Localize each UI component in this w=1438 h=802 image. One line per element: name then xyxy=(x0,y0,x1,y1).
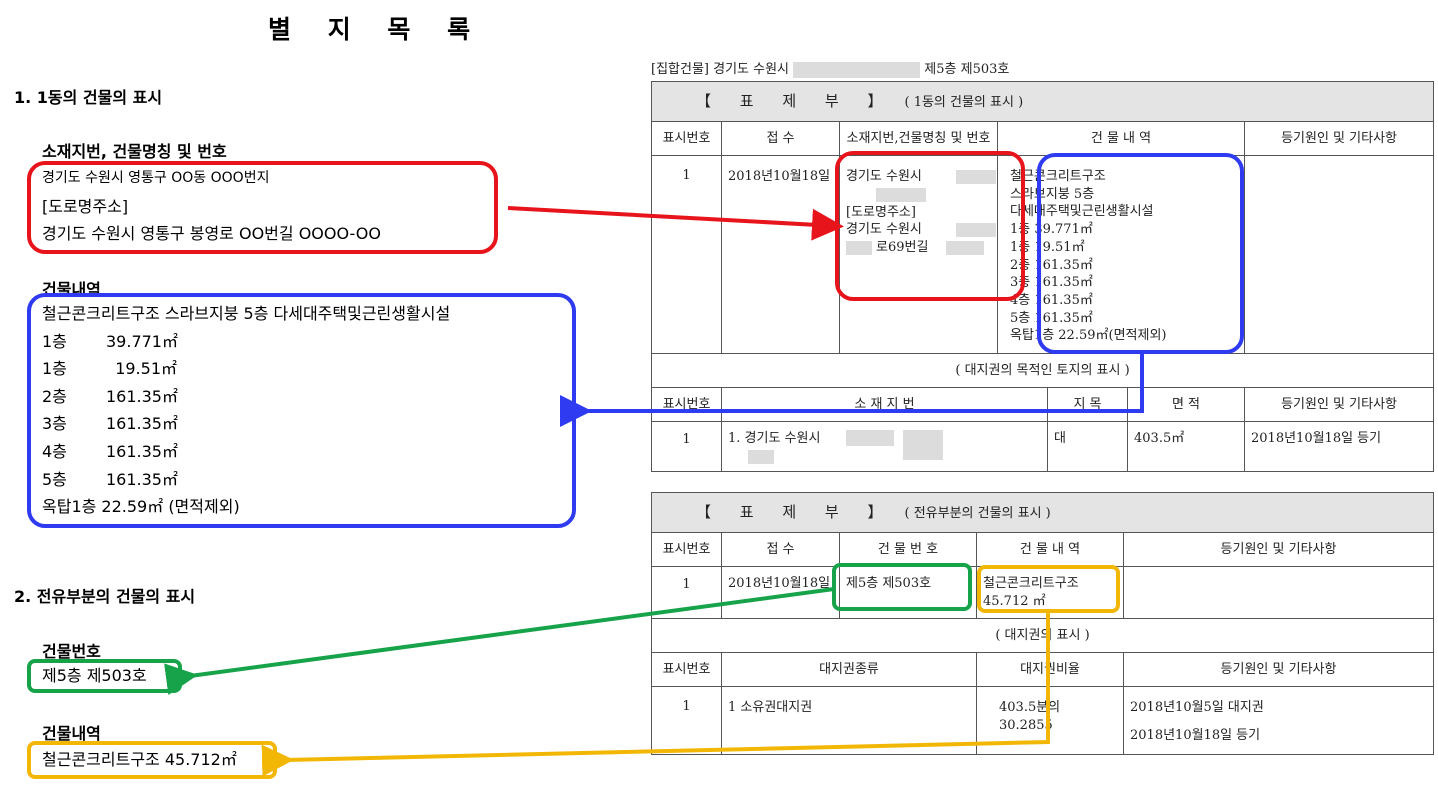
location-line-3: 경기도 수원시 영통구 봉영로 OO번길 OOOO-OO xyxy=(42,224,381,244)
section-1-title: 1. 1동의 건물의 표시 xyxy=(14,88,163,107)
location-line-1: 경기도 수원시 영통구 OO동 OOO번지 xyxy=(42,170,270,186)
t1-h-location: 소재지번,건물명칭 및 번호 xyxy=(839,121,998,156)
t1-h-no: 표시번호 xyxy=(651,121,722,156)
yellow-arrow xyxy=(261,613,1050,777)
blue-arrow xyxy=(560,354,1144,427)
table1-title-bar: 【 표 제 부 】( 1동의 건물의 표시 ) xyxy=(650,81,1435,122)
t1-land-notes: 2018년10월18일 등기 xyxy=(1243,421,1435,473)
doc-unit-highlight xyxy=(832,563,972,611)
location-box xyxy=(27,161,498,254)
t1-land-h-location: 소 재 지 번 xyxy=(721,387,1048,423)
section-2-title: 2. 전유부분의 건물의 표시 xyxy=(14,587,196,606)
green-arrow xyxy=(164,587,835,696)
unit-value: 제5층 제503호 xyxy=(42,666,147,685)
t1-row-building: 철근콘크리트구조 스라브지붕 5층 다세대주택및근린생활시설 1층 39.771… xyxy=(997,154,1245,355)
unit-building-value: 철근콘크리트구조 45.712㎡ xyxy=(42,750,237,769)
location-heading: 소재지번, 건물명칭 및 번호 xyxy=(42,142,227,161)
unit-building-heading: 건물내역 xyxy=(42,724,101,743)
t2-r-h-notes: 등기원인 및 기타사항 xyxy=(1123,652,1434,688)
t2-r-no: 1 xyxy=(651,686,722,756)
t2-r-h-type: 대지권종류 xyxy=(721,652,977,688)
t1-row-notes xyxy=(1243,154,1435,355)
t2-r-notes: 2018년10월5일 대지권 2018년10월18일 등기 xyxy=(1123,686,1434,756)
t2-r-type: 1 소유권대지권 xyxy=(721,686,977,756)
t2-h-no: 표시번호 xyxy=(651,532,722,567)
page-title: 별 지 목 록 xyxy=(268,15,485,44)
t1-land-category: 대 xyxy=(1047,421,1128,473)
t1-h-building: 건 물 내 역 xyxy=(997,121,1245,156)
t1-land-h-notes: 등기원인 및 기타사항 xyxy=(1243,387,1435,423)
register-table-1: 【 표 제 부 】( 1동의 건물의 표시 ) 표시번호 접 수 소재지번,건물… xyxy=(650,81,1435,473)
red-arrow xyxy=(507,206,844,241)
doc-header-suffix: 제5층 제503호 xyxy=(924,62,1010,77)
t1-land-location: 1. 경기도 수원시 xyxy=(721,421,1048,473)
doc-building-highlight xyxy=(1037,153,1244,354)
t1-h-notes: 등기원인 및 기타사항 xyxy=(1243,121,1435,156)
t2-h-building: 건 물 내 역 xyxy=(976,532,1124,567)
t2-r-h-no: 표시번호 xyxy=(651,652,722,688)
rooftop-line: 옥탑1층 22.59㎡ (면적제외) xyxy=(42,497,240,517)
t1-land-h-no: 표시번호 xyxy=(651,387,722,423)
t1-row-location: 경기도 수원시 [도로명주소] 경기도 수원시 로69번길 xyxy=(839,154,998,355)
doc-header: [집합건물] 경기도 수원시 제5층 제503호 xyxy=(651,58,1009,78)
t1-land-h-category: 지 목 xyxy=(1047,387,1128,423)
t1-land-title: ( 대지권의 목적인 토지의 표시 ) xyxy=(650,353,1435,389)
location-line-2: [도로명주소] xyxy=(42,196,129,216)
location-lines: 경기도 수원시 영통구 OO동 OOO번지 [도로명주소] 경기도 수원시 영통… xyxy=(42,165,381,248)
t2-row-notes xyxy=(1123,565,1434,620)
t1-land-area: 403.5㎡ xyxy=(1127,421,1245,473)
doc-header-prefix: [집합건물] 경기도 수원시 xyxy=(651,62,790,77)
building-desc: 철근콘크리트구조 스라브지붕 5층 다세대주택및근린생활시설 xyxy=(42,304,451,323)
t2-h-date: 접 수 xyxy=(721,532,840,567)
t2-h-unit: 건 물 번 호 xyxy=(839,532,977,567)
doc-building-area-highlight xyxy=(977,565,1120,613)
redacted-block xyxy=(793,61,921,78)
unit-heading: 건물번호 xyxy=(42,642,101,661)
t1-row-date: 2018년10월18일 xyxy=(721,154,840,355)
